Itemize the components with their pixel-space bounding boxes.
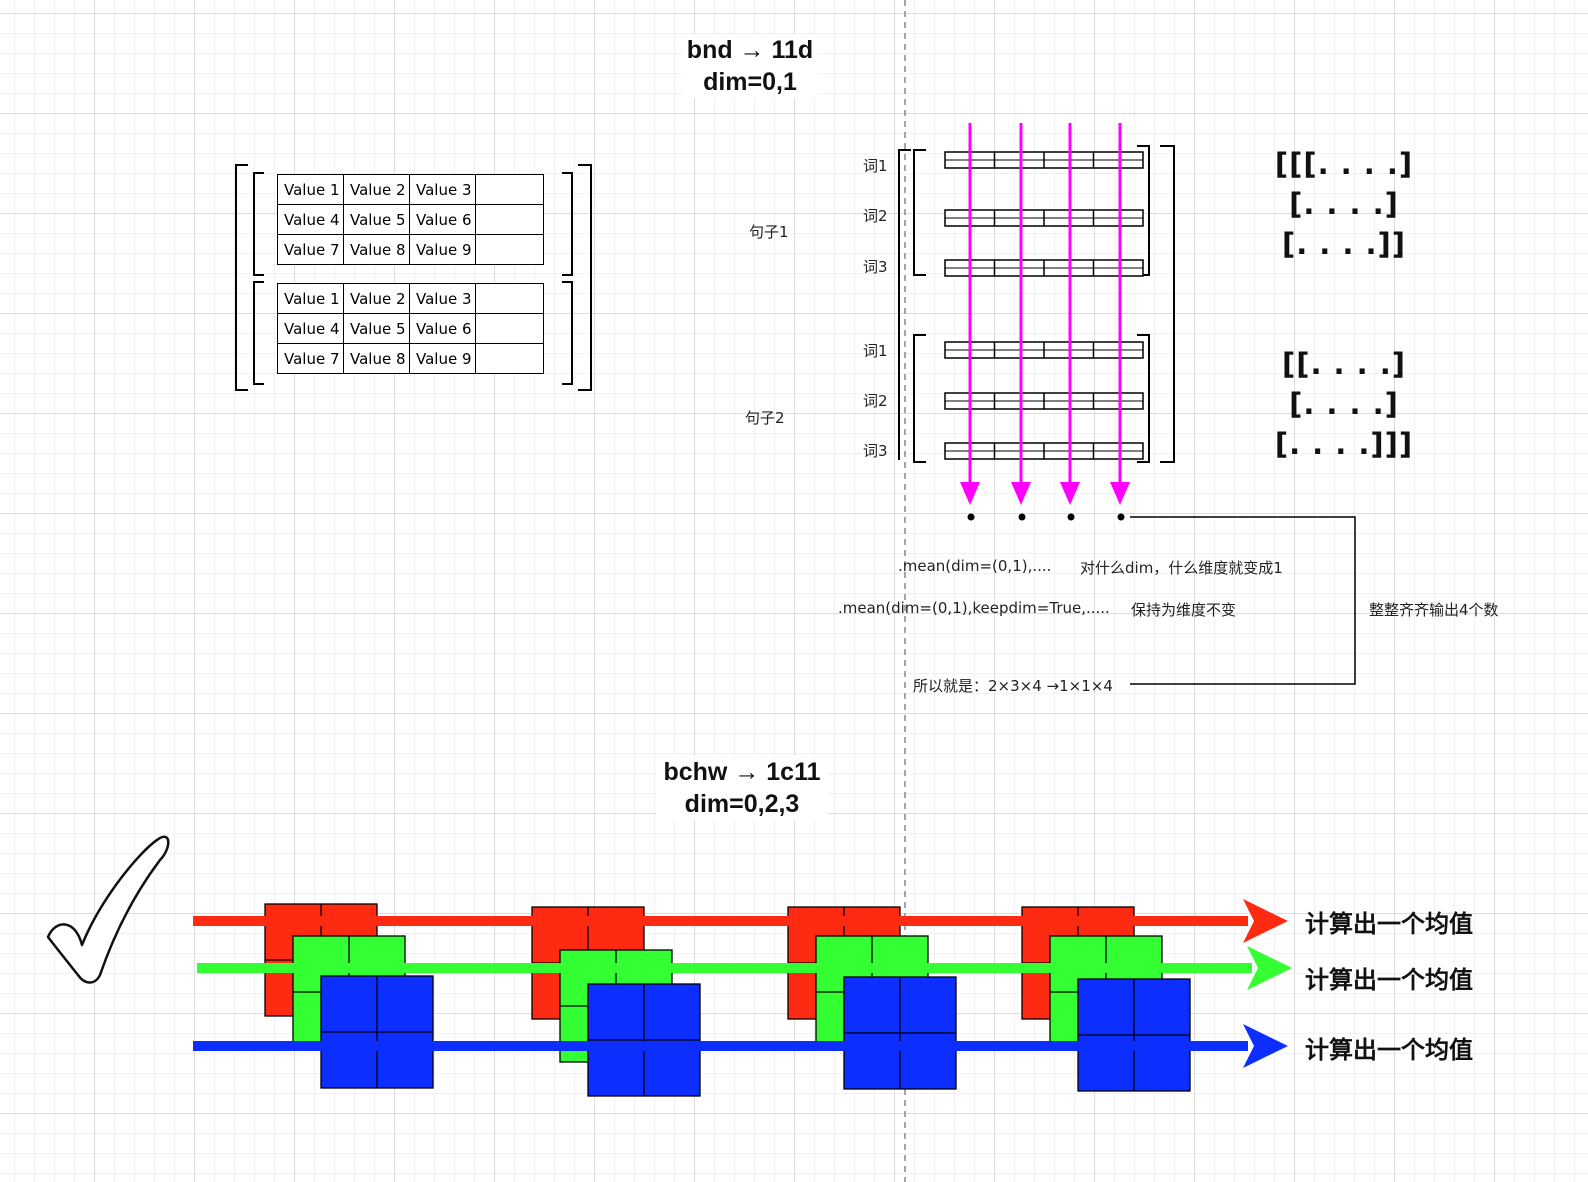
channel-arrow xyxy=(193,1024,1288,1068)
table-cell: Value 3 xyxy=(409,283,476,314)
mean-label-blue: 计算出一个均值 xyxy=(1305,1036,1473,1064)
word-rows xyxy=(944,151,1144,460)
table-cell: Value 6 xyxy=(409,204,476,235)
section1-title-line2: dim=0,1 xyxy=(703,68,797,96)
table-cell: Value 4 xyxy=(277,313,344,344)
channel-arrow-head xyxy=(1243,899,1288,943)
channel-arrows xyxy=(193,899,1292,1068)
channel-arrow-head xyxy=(1247,946,1292,990)
channel-arrow-head xyxy=(1243,1024,1288,1068)
checkmark-icon xyxy=(46,835,170,984)
note-output: 整整齐齐输出4个数 xyxy=(1369,601,1499,619)
matrix-top: [[[. . . .] [. . . .] [. . . .]] xyxy=(1268,144,1420,264)
word1-label-s2: 词1 xyxy=(863,342,888,360)
table-cell-empty xyxy=(475,283,544,314)
table-cell: Value 2 xyxy=(343,283,410,314)
result-dots xyxy=(967,513,1125,521)
sentence1-label: 句子1 xyxy=(749,223,789,241)
channel-blocks xyxy=(264,903,1191,1097)
channel-arrow xyxy=(193,899,1288,943)
reduction-arrow-head xyxy=(1060,482,1080,505)
table-cell: Value 1 xyxy=(277,283,344,314)
channel-block xyxy=(320,975,434,1089)
word-row xyxy=(944,392,1144,410)
reduction-arrow-head xyxy=(960,482,980,505)
word-row xyxy=(944,151,1144,169)
table-cell: Value 7 xyxy=(277,234,344,265)
table-cell: Value 6 xyxy=(409,313,476,344)
channel-block xyxy=(843,976,957,1090)
channel-arrow xyxy=(197,946,1292,990)
word-row xyxy=(944,259,1144,277)
word1-label-s1: 词1 xyxy=(863,157,888,175)
word-row xyxy=(944,209,1144,227)
section1-title-line1: bnd → 11d xyxy=(686,36,814,64)
result-dot xyxy=(1067,513,1075,521)
note-keepdim: .mean(dim=(0,1),keepdim=True,..... xyxy=(838,599,1110,617)
word-row xyxy=(944,341,1144,359)
word2-label-s1: 词2 xyxy=(863,207,888,225)
table-cell: Value 8 xyxy=(343,234,410,265)
note-mean: .mean(dim=(0,1),.... xyxy=(898,557,1052,575)
note-keepdim-desc: 保持为维度不变 xyxy=(1131,601,1237,619)
table-cell-empty xyxy=(475,204,544,235)
word2-label-s2: 词2 xyxy=(863,392,888,410)
connector-line xyxy=(1130,516,1356,685)
table-cell-empty xyxy=(475,234,544,265)
result-dot xyxy=(1117,513,1125,521)
reduction-arrow-head xyxy=(1011,482,1031,505)
matrix-bottom-line2: [. . . .] xyxy=(1289,387,1399,421)
word3-label-s1: 词3 xyxy=(863,258,888,276)
channel-block xyxy=(587,983,701,1097)
table-cell: Value 4 xyxy=(277,204,344,235)
matrix-top-line1: [[[. . . .] xyxy=(1274,147,1414,181)
word3-label-s2: 词3 xyxy=(863,442,888,460)
section2-title: bchw → 1c11 dim=0,2,3 xyxy=(656,756,828,820)
table-cell: Value 7 xyxy=(277,343,344,374)
table-cell: Value 9 xyxy=(409,234,476,265)
result-dot xyxy=(1018,513,1026,521)
table-cell-empty xyxy=(475,313,544,344)
table-cell: Value 5 xyxy=(343,204,410,235)
table-cell-empty xyxy=(475,343,544,374)
table-cell: Value 9 xyxy=(409,343,476,374)
section2-title-line1: bchw → 1c11 xyxy=(663,758,821,786)
table-cell: Value 2 xyxy=(343,174,410,205)
matrix-bottom-line3: [. . . .]]] xyxy=(1274,427,1414,461)
note-mean-desc: 对什么dim，什么维度就变成1 xyxy=(1080,559,1283,577)
word-row xyxy=(944,442,1144,460)
table-cell: Value 1 xyxy=(277,174,344,205)
result-dot xyxy=(967,513,975,521)
section2-title-line2: dim=0,2,3 xyxy=(684,790,800,818)
matrix-bottom-line1: [[. . . .] xyxy=(1281,347,1407,381)
table-cell: Value 3 xyxy=(409,174,476,205)
mean-label-green: 计算出一个均值 xyxy=(1305,966,1473,994)
note-result: 所以就是：2×3×4 →1×1×4 xyxy=(913,677,1113,695)
table-cell: Value 8 xyxy=(343,343,410,374)
section1-title: bnd → 11d dim=0,1 xyxy=(682,34,818,98)
mean-label-red: 计算出一个均值 xyxy=(1305,910,1473,938)
left-table-brackets xyxy=(235,164,592,391)
reduction-arrow-head xyxy=(1110,482,1130,505)
matrix-bottom: [[. . . .] [. . . .] [. . . .]]] xyxy=(1268,344,1420,464)
sentence2-label: 句子2 xyxy=(745,409,785,427)
table-cell-empty xyxy=(475,174,544,205)
reduction-arrows xyxy=(960,123,1130,505)
matrix-top-line2: [. . . .] xyxy=(1289,187,1399,221)
word-brackets xyxy=(898,145,1175,463)
table-cell: Value 5 xyxy=(343,313,410,344)
matrix-top-line3: [. . . .]] xyxy=(1281,227,1407,261)
channel-block xyxy=(1077,978,1191,1092)
